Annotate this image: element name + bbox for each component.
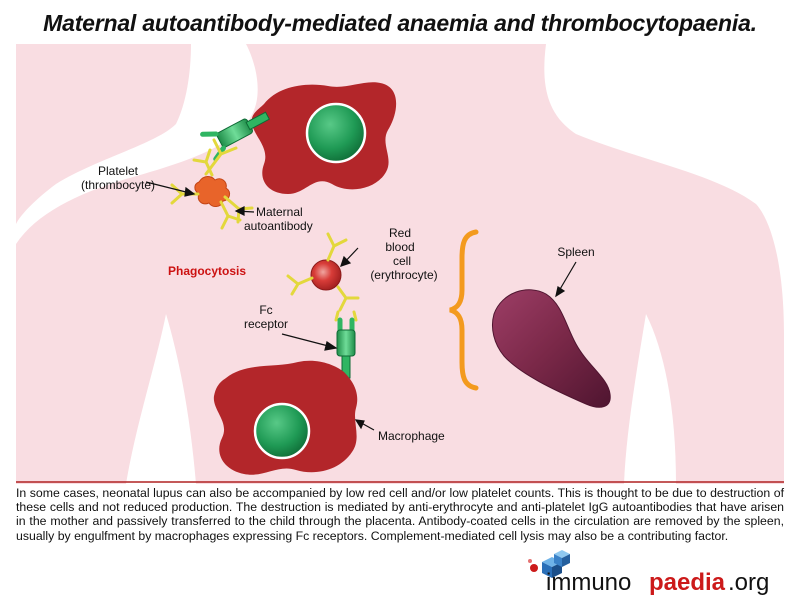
fc-receptor-label-line2: receptor	[244, 317, 288, 331]
diagram-title: Maternal autoantibody-mediated anaemia a…	[43, 10, 757, 36]
label-arrows	[145, 181, 577, 431]
autoantibody-label-line2: autoantibody	[244, 219, 313, 233]
spleen-label: Spleen	[557, 245, 594, 259]
phagocytosis-label: Phagocytosis	[168, 264, 246, 278]
body-silhouette	[16, 44, 191, 224]
platelet-label-line2: (thrombocyte)	[81, 178, 155, 192]
fc-receptor-label-line1: Fc	[259, 303, 272, 317]
rbc-antibodies	[286, 232, 360, 312]
nucleus-upper	[305, 102, 367, 164]
rbc-label-line3: cell	[393, 254, 411, 268]
macrophage-label: Macrophage	[378, 429, 445, 443]
logo-text-paedia: paedia	[649, 569, 726, 596]
nucleus-lower	[253, 402, 311, 460]
diagram: Platelet (thrombocyte) Maternal autoanti…	[16, 44, 784, 484]
caption-text: In some cases, neonatal lupus can also b…	[16, 486, 784, 543]
spleen	[491, 289, 611, 408]
rbc-label-line2: blood	[385, 240, 414, 254]
logo-text-org: .org	[728, 569, 769, 596]
logo-cubes-icon	[528, 550, 570, 578]
rbc-label-line1: Red	[389, 226, 411, 240]
autoantibody-label-line1: Maternal	[256, 205, 303, 219]
logo-text-immuno: immuno	[546, 569, 631, 596]
immunopaedia-logo: immuno paedia .org	[528, 550, 769, 596]
red-blood-cell	[310, 259, 342, 291]
rbc-label-line4: (erythrocyte)	[370, 268, 437, 282]
platelet-label-line1: Platelet	[98, 164, 139, 178]
brace	[449, 229, 479, 391]
fc-receptor-lower	[334, 310, 358, 379]
